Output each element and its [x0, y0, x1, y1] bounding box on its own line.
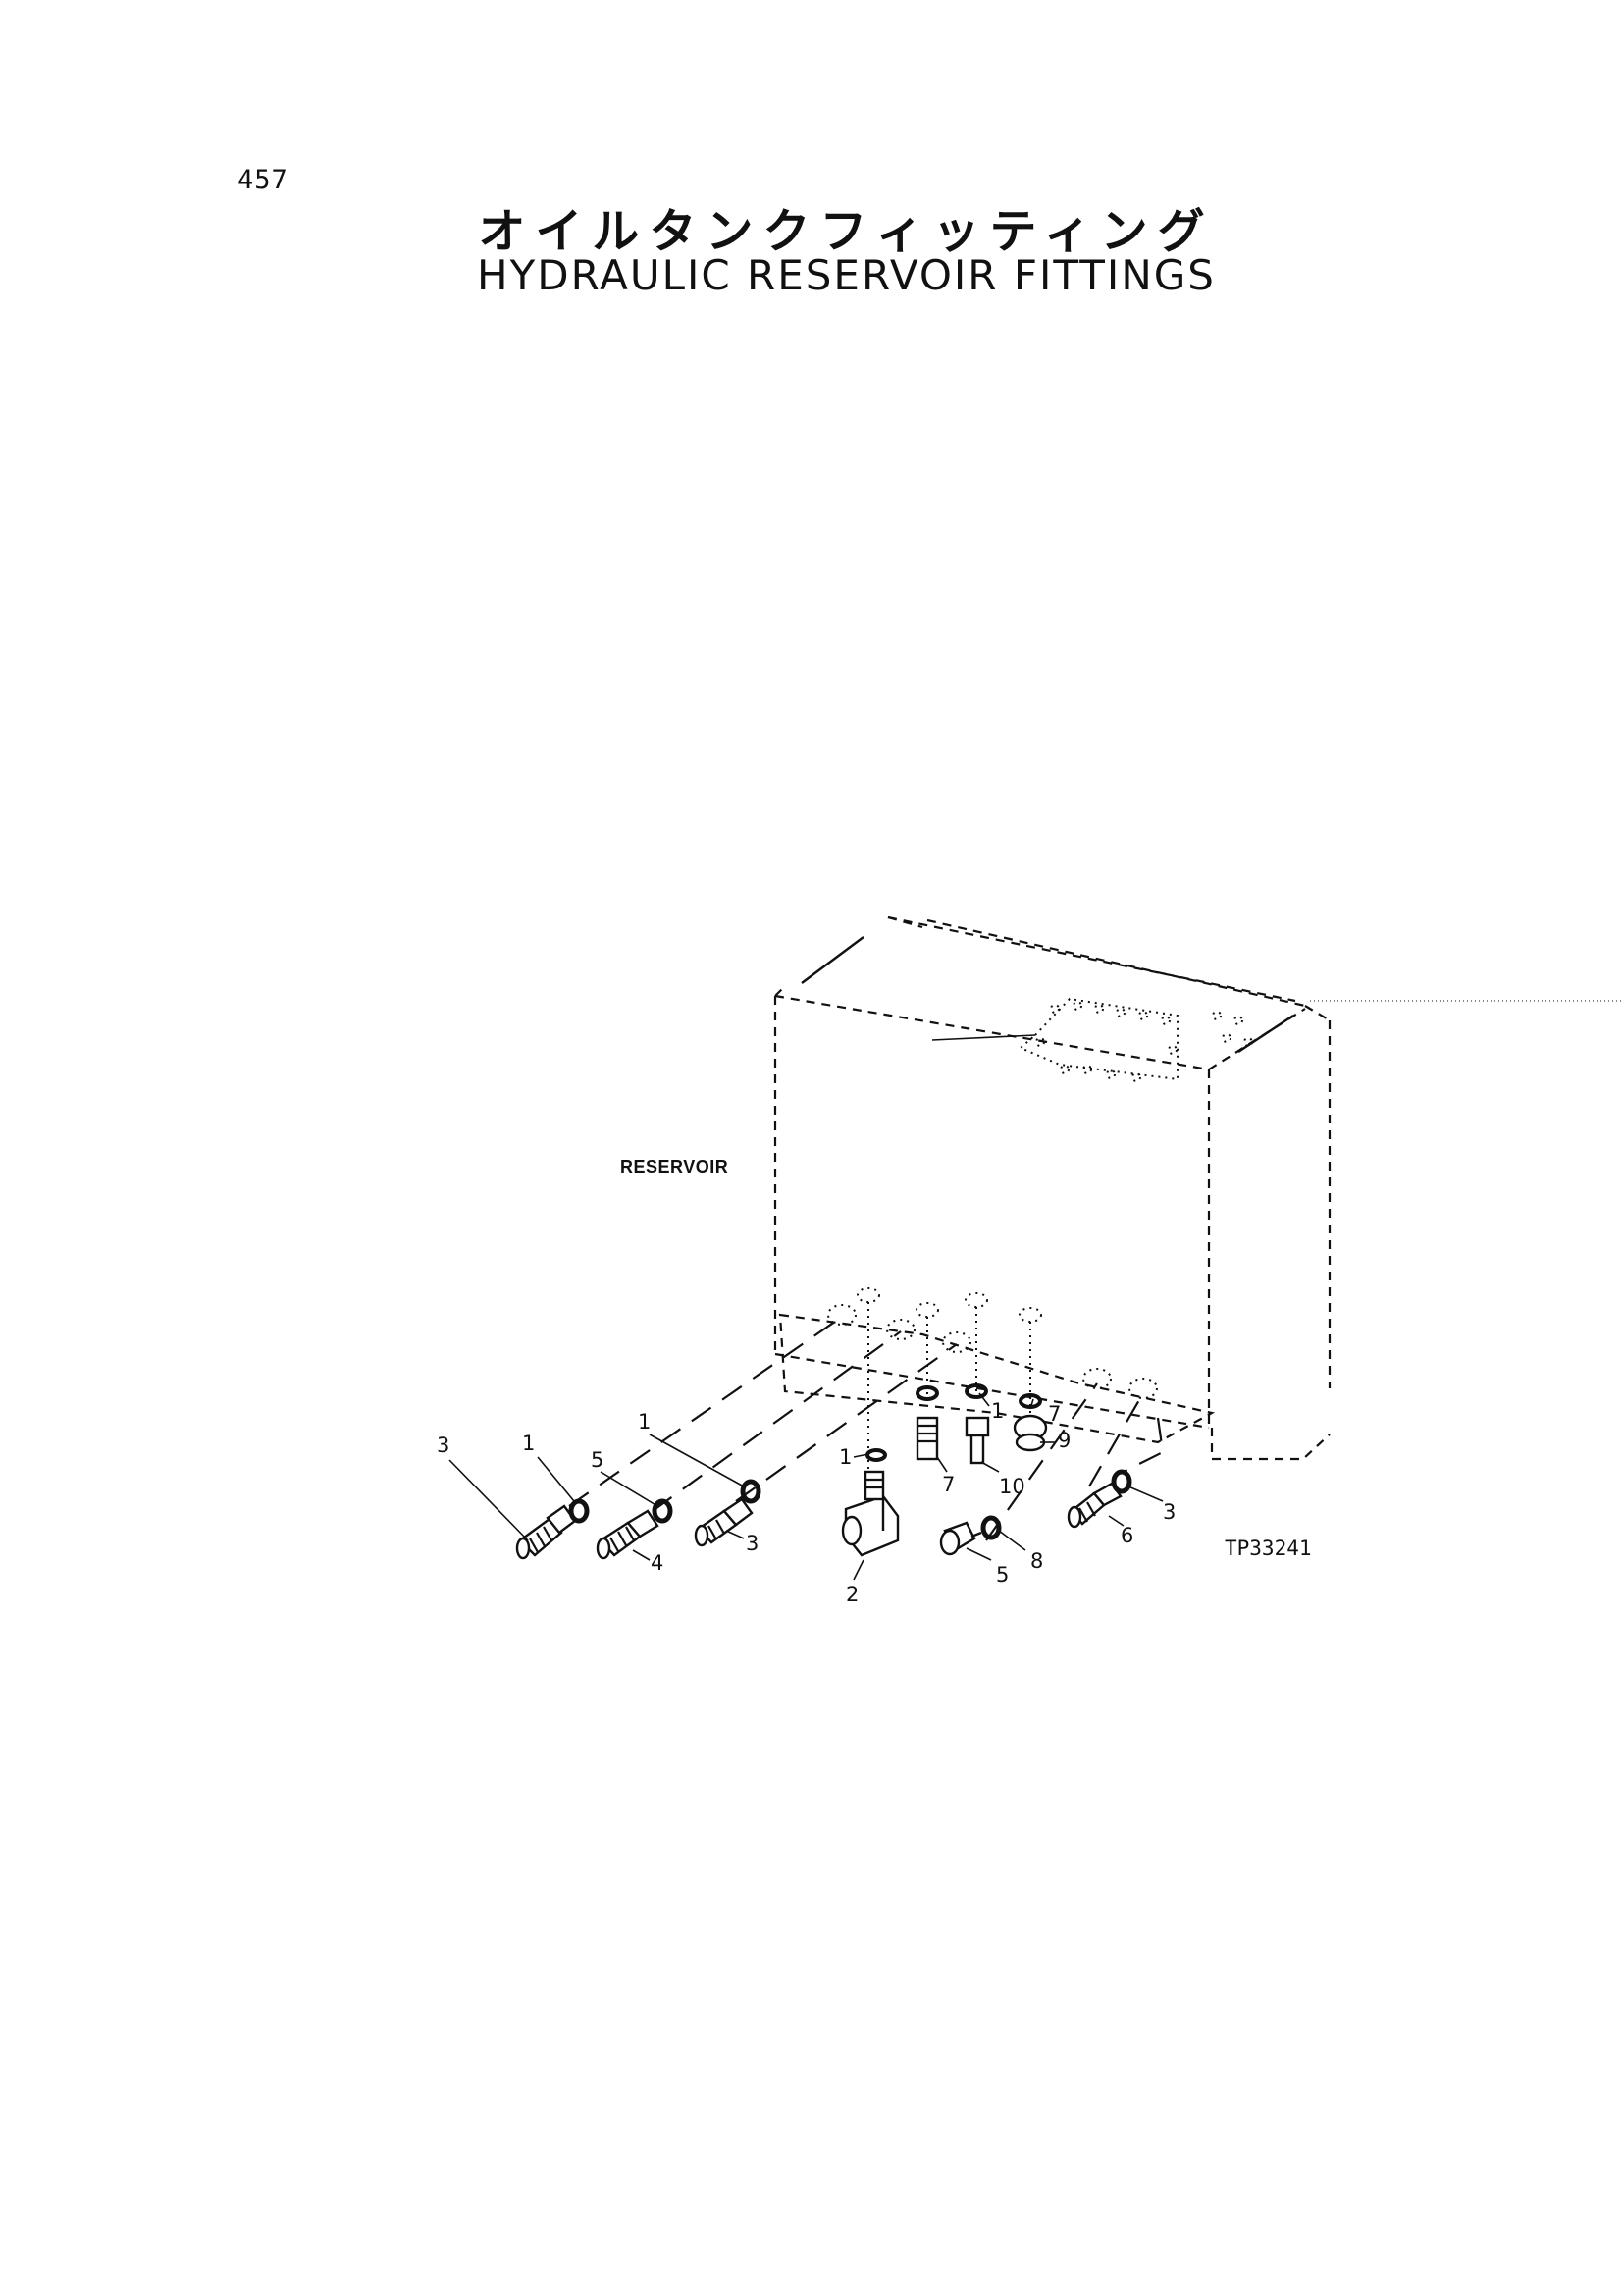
part-9-fitting	[965, 1383, 990, 1465]
page-title-japanese: オイルタンクフィッティング	[478, 204, 1215, 259]
part-10-fitting	[916, 1385, 939, 1461]
part-3-nipple-left	[515, 1504, 577, 1560]
callout-6: 5	[996, 1563, 1009, 1587]
part-4-plug	[596, 1509, 659, 1560]
callout-1-elbow: 1	[839, 1445, 852, 1469]
page-title-english: HYDRAULIC RESERVOIR FITTINGS	[477, 251, 1216, 299]
part-3-nipple-right	[1067, 1482, 1123, 1529]
reservoir-label: RESERVOIR	[620, 1157, 728, 1176]
callout-3-right: 6	[1121, 1524, 1133, 1547]
part-2-elbow	[841, 1448, 900, 1557]
callout-8: 9	[1058, 1429, 1071, 1452]
callout-10: 7	[942, 1473, 955, 1496]
callout-numbers: 3 1 5 1 4 3 1 2 1 7 7 10 9 8 5 6 3	[437, 1399, 1176, 1606]
figure-code: TP33241	[1225, 1537, 1312, 1560]
callout-3-center: 3	[746, 1532, 759, 1555]
part-3-nipple-center	[694, 1497, 754, 1547]
callout-1-right: 3	[1163, 1500, 1176, 1524]
part-6-bolt	[939, 1521, 982, 1556]
callout-7-right: 7	[1048, 1402, 1061, 1426]
page-number: 457	[237, 165, 288, 195]
top-cover-bolts	[1035, 1001, 1253, 1082]
part-5-washer-left	[652, 1498, 673, 1524]
callout-9: 10	[999, 1475, 1025, 1498]
callout-1-center: 1	[638, 1410, 651, 1434]
part-8-plug-with-oring	[1013, 1393, 1048, 1452]
callout-7-left: 1	[991, 1399, 1004, 1423]
part-1-oring-right	[1111, 1469, 1132, 1494]
callout-4: 4	[651, 1551, 663, 1575]
part-1-oring-left	[568, 1498, 590, 1524]
part-1-oring-center	[740, 1479, 761, 1504]
callout-leader-lines	[448, 1392, 1164, 1581]
part-5-washer-right	[980, 1515, 1002, 1540]
callout-1-left: 1	[522, 1432, 535, 1455]
reservoir-tank-outline	[773, 915, 1624, 1461]
assembly-center-lines	[568, 1316, 1165, 1541]
callout-5-left: 5	[591, 1448, 603, 1472]
callout-3-left: 3	[437, 1434, 449, 1457]
callout-5-right: 8	[1030, 1549, 1043, 1573]
tank-ports	[827, 1287, 1158, 1491]
callout-2: 2	[846, 1583, 859, 1606]
